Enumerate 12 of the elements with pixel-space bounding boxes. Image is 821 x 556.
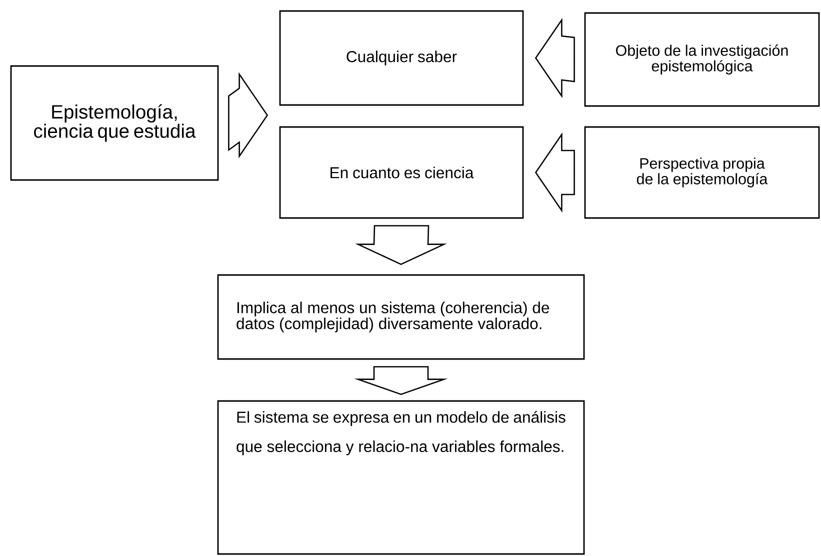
block-arrow — [355, 225, 447, 266]
block-arrow — [534, 132, 575, 213]
text-box: Perspectiva propia de la epistemología — [584, 126, 820, 219]
text-box: Cualquier saber — [279, 10, 524, 106]
block-arrow — [534, 18, 575, 98]
text-box: El sistema se expresa en un modelo de análisis que selecciona y relacio-na variables formales. — [217, 400, 585, 555]
text-box: Implica al menos un sistema (coherencia) de datos (complejidad) diversamente valorado. — [217, 274, 585, 360]
text-box: En cuanto es ciencia — [279, 126, 524, 219]
text-box: Epistemología, ciencia que estudia — [10, 65, 219, 181]
block-arrow — [228, 72, 268, 158]
block-arrow — [354, 366, 448, 395]
text-box: Objeto de la investigación epistemológica — [584, 12, 820, 107]
